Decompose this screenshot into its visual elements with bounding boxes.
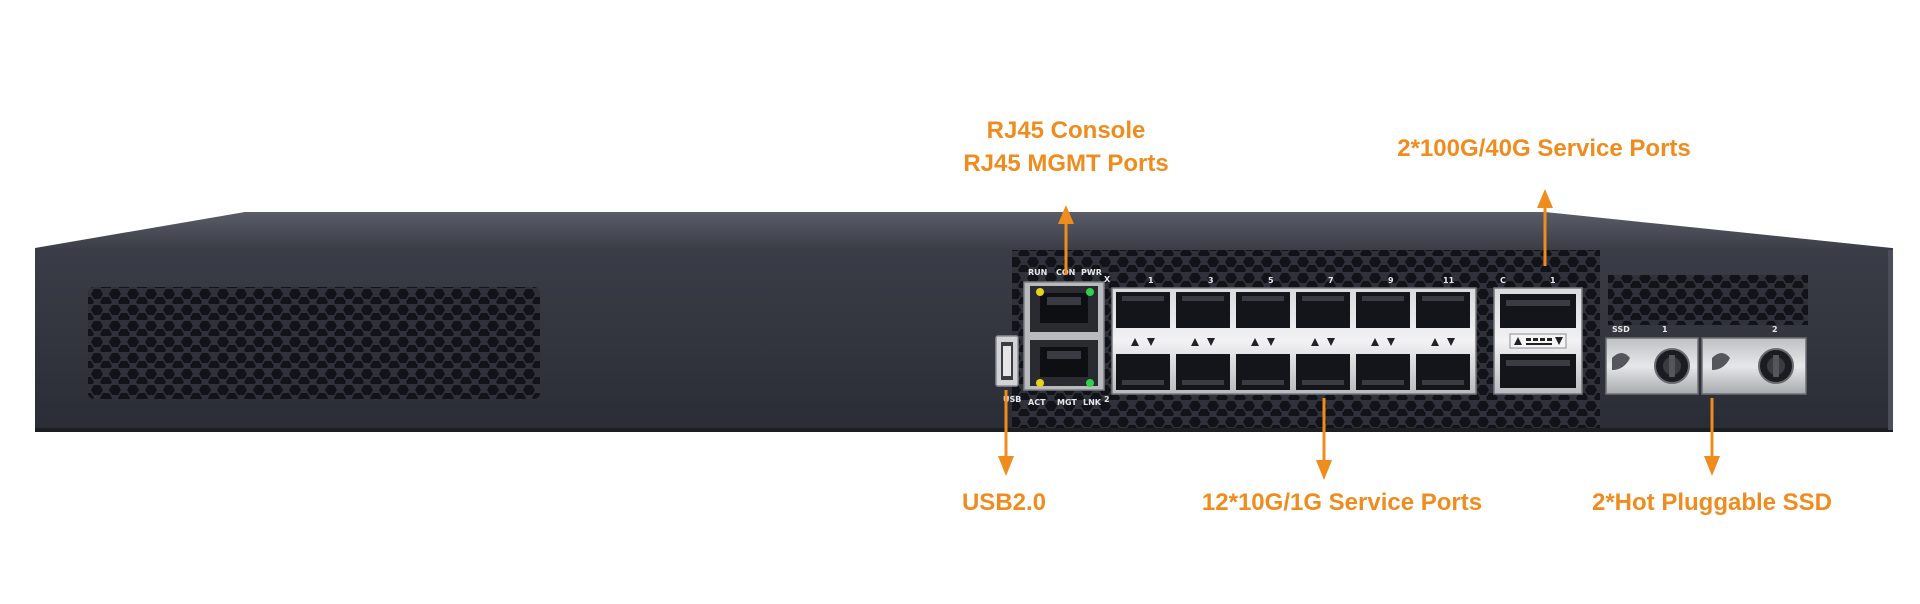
sfp-up-arrow-icon bbox=[1431, 338, 1439, 346]
sfp-port-latch bbox=[1182, 296, 1224, 301]
sfp-down-arrow-icon bbox=[1207, 338, 1215, 346]
sfp-port-latch bbox=[1242, 296, 1284, 301]
sfp-up-arrow-icon bbox=[1191, 338, 1199, 346]
sfp-number-7: 7 bbox=[1328, 276, 1334, 285]
sfp-number-11: 11 bbox=[1443, 276, 1455, 285]
sfp-up-arrow-icon bbox=[1131, 338, 1139, 346]
sfp-port-latch bbox=[1302, 380, 1344, 385]
sfp-up-arrow-icon bbox=[1311, 338, 1319, 346]
callout-console-mgmt: RJ45 Console RJ45 MGMT Ports bbox=[963, 114, 1168, 180]
x-marker: X bbox=[1104, 275, 1111, 284]
led-pwr bbox=[1086, 288, 1094, 296]
qsfp-number: 1 bbox=[1550, 276, 1556, 285]
usb-label: USB bbox=[1003, 395, 1021, 404]
sfp-cage bbox=[1111, 287, 1477, 395]
sfp-number-1: 1 bbox=[1148, 276, 1154, 285]
chassis-top bbox=[35, 212, 1892, 248]
sfp-port-latch bbox=[1122, 380, 1164, 385]
ssd-number-2: 2 bbox=[1772, 325, 1778, 334]
sfp-number-3: 3 bbox=[1208, 276, 1214, 285]
ssd-bay-2 bbox=[1701, 337, 1807, 395]
bottom-marker: 2 bbox=[1104, 395, 1110, 404]
led-lnk bbox=[1086, 379, 1094, 387]
sfp-down-arrow-icon bbox=[1387, 338, 1395, 346]
sfp-port-latch bbox=[1302, 296, 1344, 301]
callout-sfp: 12*10G/1G Service Ports bbox=[1201, 489, 1483, 516]
led-label-act: ACT bbox=[1028, 398, 1046, 407]
arrow-console-mgmt bbox=[1058, 205, 1074, 275]
arrow-ssd bbox=[1704, 398, 1720, 476]
led-label-mgt: MGT bbox=[1057, 398, 1077, 407]
rj45-block bbox=[1023, 281, 1105, 391]
led-act bbox=[1036, 379, 1044, 387]
led-label-pwr: PWR bbox=[1081, 268, 1102, 277]
sfp-number-5: 5 bbox=[1268, 276, 1274, 285]
callout-ssd: 2*Hot Pluggable SSD bbox=[1591, 489, 1833, 516]
qsfp-cage bbox=[1493, 287, 1583, 395]
sfp-down-arrow-icon bbox=[1147, 338, 1155, 346]
sfp-up-arrow-icon bbox=[1371, 338, 1379, 346]
led-label-lnk: LNK bbox=[1083, 398, 1102, 407]
sfp-port-latch bbox=[1242, 380, 1284, 385]
sfp-down-arrow-icon bbox=[1447, 338, 1455, 346]
sfp-port-latch bbox=[1422, 296, 1464, 301]
sfp-number-9: 9 bbox=[1388, 276, 1394, 285]
arrow-sfp bbox=[1316, 398, 1332, 480]
sfp-port-latch bbox=[1182, 380, 1224, 385]
sfp-port-latch bbox=[1362, 296, 1404, 301]
led-label-run: RUN bbox=[1028, 268, 1047, 277]
sfp-port-latch bbox=[1362, 380, 1404, 385]
qsfp-group-label: C bbox=[1500, 276, 1506, 285]
ssd-bay-vent bbox=[1608, 275, 1808, 325]
arrow-usb bbox=[998, 390, 1014, 476]
callout-mgmt-line: RJ45 MGMT Ports bbox=[963, 150, 1169, 177]
arrow-qsfp bbox=[1537, 189, 1553, 266]
sfp-down-arrow-icon bbox=[1267, 338, 1275, 346]
sfp-down-arrow-icon bbox=[1327, 338, 1335, 346]
callout-usb: USB2.0 bbox=[961, 489, 1047, 516]
sfp-port-latch bbox=[1122, 296, 1164, 301]
callout-console-line: RJ45 Console bbox=[986, 117, 1146, 144]
sfp-port-latch bbox=[1422, 380, 1464, 385]
ssd-label: SSD bbox=[1612, 325, 1630, 334]
ssd-bay-1 bbox=[1605, 337, 1699, 395]
usb-port bbox=[995, 335, 1019, 387]
ssd-number-1: 1 bbox=[1662, 325, 1668, 334]
left-vent bbox=[88, 287, 540, 399]
sfp-up-arrow-icon bbox=[1251, 338, 1259, 346]
led-run bbox=[1036, 288, 1044, 296]
callout-qsfp: 2*100G/40G Service Ports bbox=[1397, 135, 1691, 162]
